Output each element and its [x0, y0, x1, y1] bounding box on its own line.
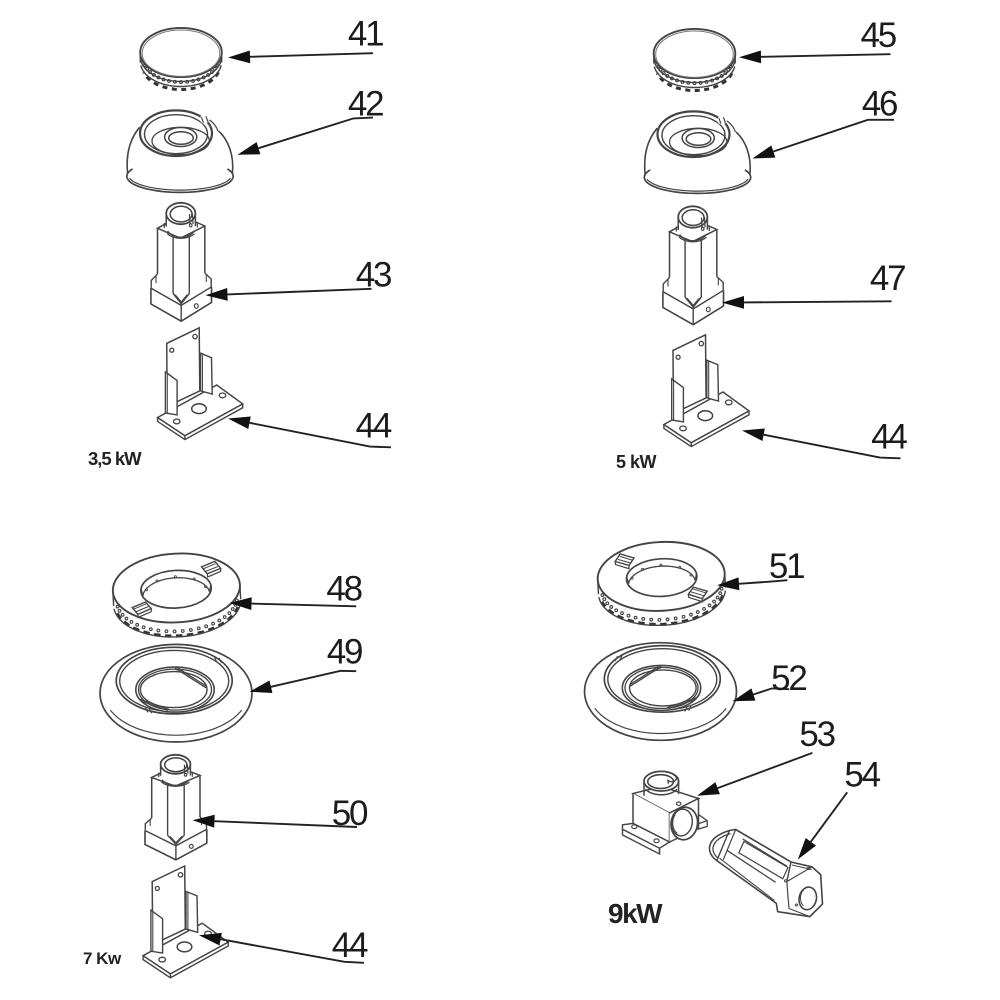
svg-text:42: 42: [348, 85, 383, 124]
svg-text:52: 52: [771, 659, 806, 698]
svg-text:50: 50: [332, 794, 368, 833]
svg-text:44: 44: [332, 926, 368, 965]
svg-text:51: 51: [769, 547, 804, 586]
svg-text:9kW: 9kW: [608, 898, 663, 929]
svg-text:47: 47: [870, 259, 905, 298]
svg-text:41: 41: [348, 14, 383, 53]
svg-text:44: 44: [871, 417, 907, 456]
svg-text:48: 48: [326, 570, 361, 609]
svg-text:5 kW: 5 kW: [616, 452, 657, 472]
svg-text:46: 46: [862, 85, 897, 124]
svg-text:45: 45: [861, 16, 896, 55]
svg-text:43: 43: [356, 256, 391, 295]
svg-text:44: 44: [356, 406, 392, 445]
svg-text:49: 49: [327, 633, 362, 672]
svg-text:53: 53: [799, 715, 834, 754]
svg-text:54: 54: [844, 756, 880, 795]
svg-text:3,5 kW: 3,5 kW: [88, 448, 142, 469]
svg-text:7 Kw: 7 Kw: [83, 949, 122, 968]
